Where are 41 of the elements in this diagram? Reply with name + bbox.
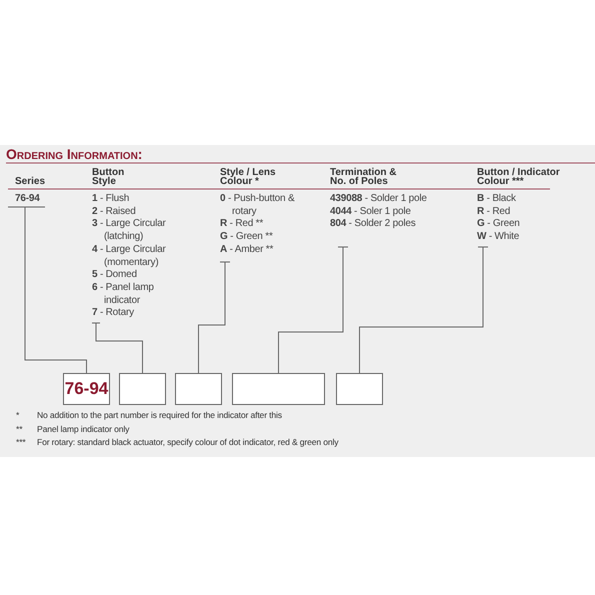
column-heading: Button Style — [92, 166, 126, 186]
option-item: 4 - Large Circular (momentary) — [92, 244, 167, 270]
option-item: G - Green ** — [220, 231, 274, 244]
footnote-text: Panel lamp indicator only — [37, 424, 130, 434]
part-number-box — [119, 373, 166, 405]
option-item: 1 - Flush — [92, 193, 130, 206]
column-heading: Button / Indicator Colour *** — [477, 166, 561, 186]
part-number-text: 76-94 — [64, 379, 108, 399]
footnote-mark: * — [16, 410, 20, 420]
column-heading: Termination & No. of Poles — [330, 166, 398, 186]
section-title: Ordering Information: — [6, 146, 142, 162]
option-item: 7 - Rotary — [92, 307, 135, 320]
footnote-mark: ** — [16, 424, 22, 434]
option-item: 3 - Large Circular (latching) — [92, 218, 167, 244]
option-item: R - Red ** — [220, 218, 264, 232]
footnote-text: For rotary: standard black actuator, specify colour of dot indicator, red & green only — [37, 437, 338, 447]
leader-line — [359, 246, 488, 374]
option-item: G - Green — [477, 218, 521, 232]
option-item: 2 - Raised — [92, 206, 137, 218]
option-item: 5 - Domed — [92, 269, 138, 282]
option-item: R - Red — [477, 206, 512, 218]
leader-line — [8, 206, 87, 374]
option-item: 6 - Panel lamp indicator — [92, 282, 155, 308]
leader-line — [198, 262, 230, 374]
option-item: 804 - Solder 2 poles — [330, 218, 417, 232]
option-item: 4044 - Soler 1 pole — [330, 206, 412, 218]
leader-line — [278, 246, 348, 374]
footnote-mark: *** — [16, 437, 26, 447]
option-item: 0 - Push-button & rotary — [220, 193, 296, 218]
footnote-text: No addition to the part number is required for the indicator after this — [37, 410, 282, 420]
option-item: 439088 - Solder 1 pole — [330, 193, 428, 206]
part-number-box — [175, 373, 222, 405]
column-heading: Style / Lens Colour * — [220, 166, 277, 186]
option-item: B - Black — [477, 193, 517, 206]
leader-line — [92, 322, 143, 374]
column-heading: Series — [15, 175, 46, 186]
option-item: W - White — [477, 231, 520, 244]
part-number-box — [336, 373, 383, 405]
option-item: 76-94 — [15, 193, 41, 206]
option-item: A - Amber ** — [220, 244, 274, 257]
part-number-box — [232, 373, 325, 405]
